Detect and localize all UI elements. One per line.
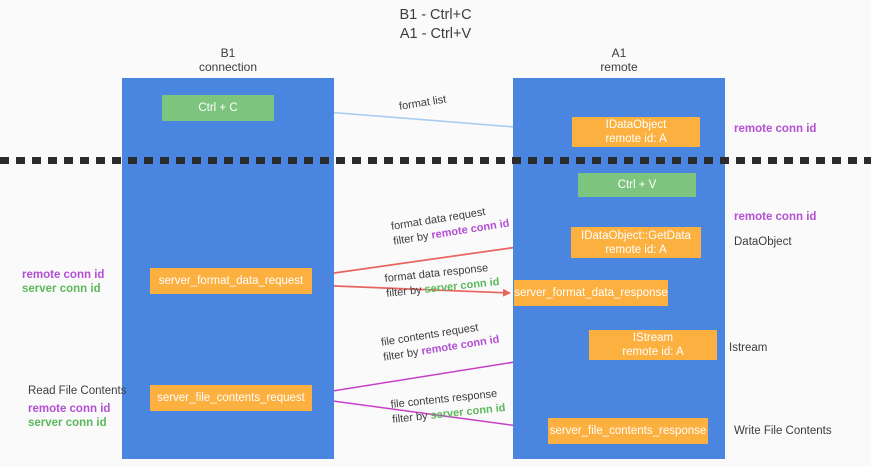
node-ctrl-c-label: Ctrl + C	[198, 102, 238, 114]
filter-prefix: filter by	[385, 283, 426, 300]
title-line-1: B1 - Ctrl+C	[399, 7, 472, 23]
column-header-a1-name: A1	[611, 46, 627, 60]
node-istream-line1: IStream	[632, 332, 674, 344]
node-idataobject[interactable]: IDataObject remote id: A	[572, 117, 700, 147]
filter-prefix: filter by	[391, 409, 432, 426]
node-idataobject-line1: IDataObject	[605, 119, 667, 131]
node-idataobject-line2: remote id: A	[605, 133, 667, 145]
annotation-left-read-file-contents: Read File Contents	[28, 385, 127, 397]
column-header-b1-sub: connection	[198, 60, 258, 74]
node-istream-line2: remote id: A	[622, 346, 684, 358]
page-title: B1 - Ctrl+C A1 - Ctrl+V	[0, 6, 871, 44]
column-header-a1: A1 remote	[513, 46, 725, 74]
annotation-left-server-conn-id-bottom: server conn id	[28, 417, 107, 429]
annotation-right-istream: Istream	[729, 342, 768, 354]
node-server-format-data-response-label: server_format_data_response	[514, 287, 668, 299]
annotation-right-remote-conn-id-top: remote conn id	[734, 123, 817, 135]
annotation-left-remote-conn-id-mid: remote conn id	[22, 269, 105, 281]
phase-divider	[0, 157, 871, 164]
column-header-a1-sub: remote	[600, 60, 638, 74]
edge-file-contents-response	[317, 398, 549, 434]
column-header-b1-name: B1	[220, 46, 236, 60]
node-ctrl-v-label: Ctrl + V	[617, 179, 657, 191]
annotation-right-dataobject: DataObject	[734, 236, 792, 248]
node-getdata-line1: IDataObject::GetData	[581, 229, 691, 242]
annotation-right-remote-conn-id-mid: remote conn id	[734, 211, 817, 223]
node-server-file-contents-response[interactable]: server_file_contents_response	[548, 418, 708, 444]
node-server-format-data-response[interactable]: server_format_data_response	[514, 280, 668, 306]
title-line-2: A1 - Ctrl+V	[399, 26, 472, 42]
node-getdata-line2: remote id: A	[605, 243, 667, 256]
node-server-format-data-request-label: server_format_data_request	[158, 275, 304, 287]
column-header-b1: B1 connection	[122, 46, 334, 74]
node-ctrl-c[interactable]: Ctrl + C	[162, 95, 274, 121]
node-ctrl-v[interactable]: Ctrl + V	[578, 173, 696, 197]
annotation-left-server-conn-id-mid: server conn id	[22, 283, 101, 295]
edge-format-data-response	[309, 284, 511, 297]
node-server-format-data-request[interactable]: server_format_data_request	[150, 268, 312, 294]
node-server-file-contents-request-label: server_file_contents_request	[157, 392, 305, 404]
node-server-file-contents-request[interactable]: server_file_contents_request	[150, 385, 312, 411]
annotation-right-write-file-contents: Write File Contents	[734, 425, 832, 437]
node-server-file-contents-response-label: server_file_contents_response	[549, 425, 707, 437]
node-idataobject-getdata[interactable]: IDataObject::GetData remote id: A	[571, 227, 701, 258]
node-istream[interactable]: IStream remote id: A	[589, 330, 717, 360]
annotation-left-remote-conn-id-bottom: remote conn id	[28, 403, 111, 415]
